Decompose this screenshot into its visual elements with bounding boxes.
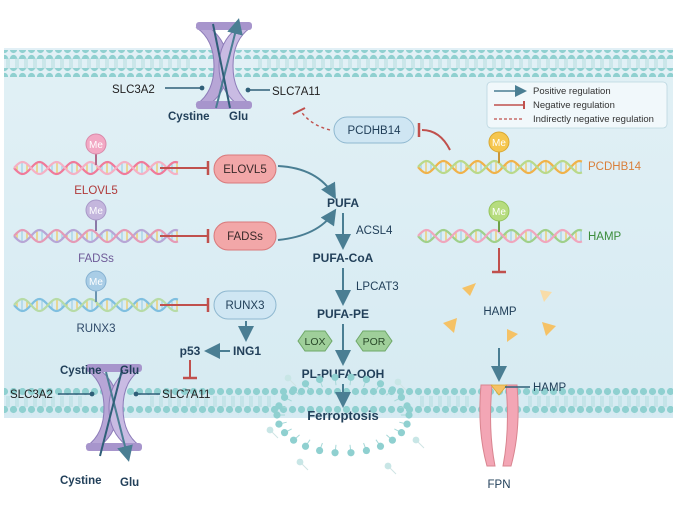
acsl4-label: ACSL4 <box>356 225 393 237</box>
bottom-slc7a11-label: SLC7A11 <box>162 389 210 401</box>
elovl5-box-label: ELOVL5 <box>223 164 266 176</box>
gene-label-elovl5: ELOVL5 <box>74 185 117 197</box>
legend-indirect-label: Indirectly negative regulation <box>533 114 654 125</box>
top-extracellular-band <box>4 4 673 48</box>
methyl-fadss <box>85 199 107 231</box>
fadss-box <box>213 221 277 251</box>
lox-label: LOX <box>304 336 325 348</box>
bottom-slc3a2-label: SLC3A2 <box>10 389 53 401</box>
elovl5-box <box>213 154 277 184</box>
inhibit-hamp <box>492 248 506 274</box>
bottom-transporter <box>58 364 160 462</box>
top-slc7a11-label: SLC7A11 <box>272 86 320 98</box>
fadss-box-label: FADSs <box>227 231 263 243</box>
methyl-elovl5-label: Me <box>89 140 103 151</box>
inhibit-runx3 <box>160 298 210 312</box>
methyl-pcdhb14-label: Me <box>492 138 506 149</box>
arrow-fadss-pufa <box>277 208 337 241</box>
bottom-cystine-in-label: Cystine <box>60 365 102 377</box>
bottom-cystine-out-label: Cystine <box>60 475 102 487</box>
pcdhb14-box-label: PCDHB14 <box>347 125 401 137</box>
runx3-box-label: RUNX3 <box>226 300 265 312</box>
ing1-label: ING1 <box>233 344 261 358</box>
methyl-runx3 <box>85 270 107 302</box>
indirect-inhibit-bar <box>292 107 306 115</box>
runx3-box <box>213 290 277 320</box>
top-cystine-label: Cystine <box>168 111 210 123</box>
methyl-runx3-label: Me <box>89 277 103 288</box>
p53-label: p53 <box>180 344 201 358</box>
lpcat3-label: LPCAT3 <box>356 281 399 293</box>
por-hexagon <box>355 330 393 352</box>
legend-positive-label: Positive regulation <box>533 86 611 97</box>
arrow-elovl5-pufa <box>277 165 336 200</box>
dna-fadss <box>13 228 179 244</box>
indirect-inhibit-pcdhb14-slc7a11 <box>299 109 331 131</box>
ferroportin <box>479 384 530 467</box>
dna-hamp <box>417 228 583 244</box>
pl-pufa-ooh-label: PL-PUFA-OOH <box>302 367 385 381</box>
bottom-glu-out-label: Glu <box>120 477 139 489</box>
top-transporter <box>165 18 270 109</box>
gene-label-hamp: HAMP <box>588 231 622 243</box>
gene-label-runx3: RUNX3 <box>77 323 116 335</box>
inhibit-fadss <box>160 229 210 243</box>
top-glu-label: Glu <box>229 111 248 123</box>
pufa-coa-label: PUFA-CoA <box>313 251 374 265</box>
dna-strands <box>13 159 583 313</box>
top-membrane <box>4 50 673 77</box>
methyl-elovl5 <box>85 133 107 165</box>
lox-hexagon <box>297 330 333 352</box>
dna-pcdhb14 <box>417 159 583 175</box>
bottom-glu-in-label: Glu <box>120 365 139 377</box>
inhibit-pcdhb14-box <box>417 123 451 151</box>
methyl-hamp <box>488 200 510 232</box>
pufa-pe-label: PUFA-PE <box>317 307 369 321</box>
gene-label-fadss: FADSs <box>78 253 114 265</box>
methyl-pcdhb14 <box>488 131 510 163</box>
ferroptosis-label: Ferroptosis <box>307 408 379 423</box>
legend-negative-label: Negative regulation <box>533 100 615 111</box>
broken-membrane-lipids <box>266 373 425 475</box>
pufa-label: PUFA <box>327 196 359 210</box>
inhibit-p53-slc7a11 <box>183 360 197 380</box>
fpn-label: FPN <box>488 479 511 491</box>
hamp-protein-label: HAMP <box>483 306 517 318</box>
hamp-peptides <box>443 283 556 342</box>
inhibit-elovl5 <box>160 161 210 175</box>
hamp-bound-label: HAMP <box>533 382 567 394</box>
methyl-hamp-label: Me <box>492 207 506 218</box>
pcdhb14-box <box>333 116 415 144</box>
methyl-fadss-label: Me <box>89 206 103 217</box>
legend <box>486 81 668 129</box>
gene-label-pcdhb14: PCDHB14 <box>588 161 642 173</box>
top-slc3a2-label: SLC3A2 <box>112 84 155 96</box>
por-label: POR <box>363 336 386 348</box>
